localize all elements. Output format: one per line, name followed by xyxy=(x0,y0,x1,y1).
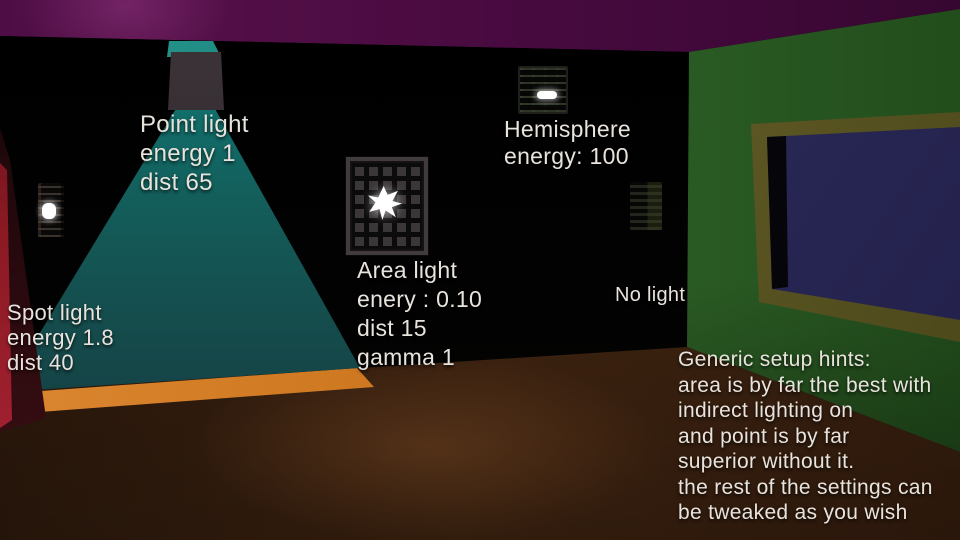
hemisphere-light-fixture xyxy=(518,66,568,114)
label-line: Hemisphere xyxy=(504,116,631,142)
label-line: dist 40 xyxy=(7,350,74,375)
label-line: dist 65 xyxy=(140,169,213,196)
label-line: Area light xyxy=(357,257,458,283)
hint-line: be tweaked as you wish xyxy=(678,501,908,524)
spot-light-label: Spot light energy 1.8 dist 40 xyxy=(7,300,114,375)
hemisphere-light-glow-icon xyxy=(537,91,557,99)
area-light-label: Area light enery : 0.10 dist 15 gamma 1 xyxy=(357,256,482,372)
label-line: energy 1.8 xyxy=(7,325,114,350)
hemisphere-light-label: Hemisphere energy: 100 xyxy=(504,116,631,170)
spot-light-fixture xyxy=(38,183,64,237)
label-line: Spot light xyxy=(7,300,102,325)
spot-light-glow-icon xyxy=(42,203,56,219)
label-line: Point light xyxy=(140,111,249,138)
label-line: energy: 100 xyxy=(504,143,629,169)
label-line: enery : 0.10 xyxy=(357,286,483,312)
label-line: energy 1 xyxy=(140,140,236,167)
label-line: dist 15 xyxy=(357,315,427,341)
no-light-fixture xyxy=(630,182,662,230)
hint-line: superior without it. xyxy=(678,450,855,473)
label-line: gamma 1 xyxy=(357,344,455,370)
hint-line: Generic setup hints: xyxy=(678,348,871,371)
area-light-star-icon xyxy=(368,186,402,220)
label-line: No light xyxy=(615,284,686,306)
hint-line: indirect lighting on xyxy=(678,399,854,422)
hint-line: and point is by far xyxy=(678,424,850,448)
hint-line: area is by far the best with xyxy=(678,373,932,397)
setup-hints-text: Generic setup hints: area is by far the … xyxy=(678,347,933,526)
point-light-label: Point light energy 1 dist 65 xyxy=(140,110,249,197)
hint-line: the rest of the settings can xyxy=(678,475,933,499)
no-light-label: No light xyxy=(615,283,685,307)
